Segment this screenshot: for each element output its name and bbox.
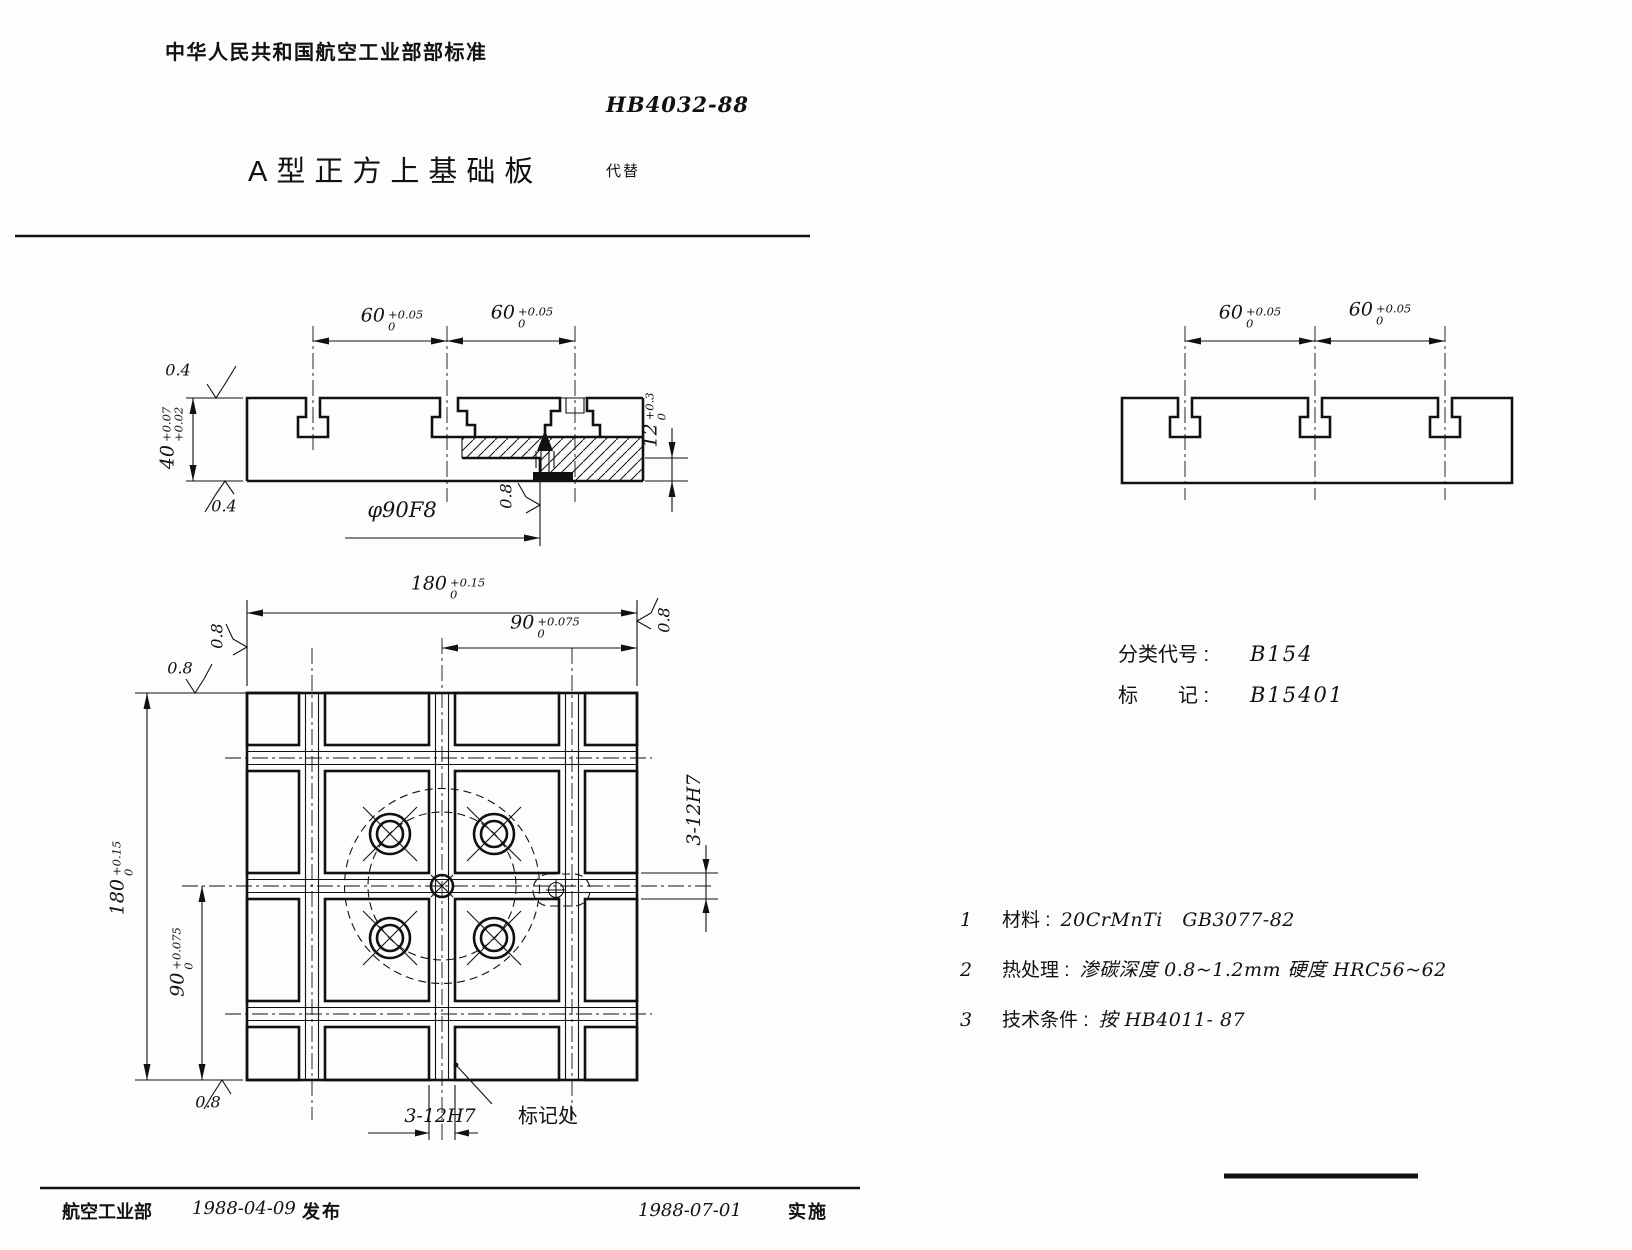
note-heat-treatment: 2 热处理 : 渗碳深度 0.8~1.2mm 硬度 HRC56~62 <box>960 959 1447 981</box>
dim-recess-diameter: φ90F8 <box>367 498 437 522</box>
bolt-circle <box>367 811 517 961</box>
dim-holes-bottom: 3-12H7 <box>404 1105 476 1127</box>
section-view-right <box>1120 326 1514 500</box>
note-material: 1 材料 : 20CrMnTi GB3077-82 <box>960 909 1295 931</box>
classification-mark-row: 标 记 : B15401 <box>1118 679 1344 708</box>
section-view-left <box>186 326 688 546</box>
finish-value-bottom-edge: 0.8 <box>195 1092 221 1112</box>
classification-code-value: B154 <box>1250 642 1314 666</box>
footer-issue-date: 1988-04-09 <box>192 1198 296 1219</box>
dim-plate-height: 40+0.07+0.02 <box>156 406 185 470</box>
finish-value-top-edge: 0.8 <box>167 658 193 678</box>
classification-block: 分类代号 : B154 标 记 : B15401 <box>1118 638 1344 720</box>
classification-mark-value: B15401 <box>1250 683 1345 707</box>
part-title: A型正方上基础板 <box>248 156 543 188</box>
dim-holes-right: 3-12H7 <box>683 774 705 846</box>
finish-symbol-right-edge <box>635 597 659 630</box>
finish-value-bottom: 0.4 <box>211 496 237 516</box>
supersede-label: 代替 <box>606 163 641 180</box>
center-hole <box>429 873 455 899</box>
hole-group <box>362 806 522 966</box>
finish-value-top: 0.4 <box>165 360 191 380</box>
page-rules <box>15 234 1418 1190</box>
classification-mark-label: 标 记 : <box>1118 685 1210 707</box>
footer-implementation-date: 1988-07-01 <box>638 1200 742 1221</box>
marking-pin <box>537 430 553 451</box>
footer-implementation-action: 实施 <box>788 1202 828 1222</box>
finish-value-right-edge: 0.8 <box>654 607 674 633</box>
plan-view <box>135 597 718 1144</box>
note-technical-conditions: 3 技术条件 : 按 HB4011- 87 <box>960 1009 1246 1031</box>
footer-issue-action: 发布 <box>302 1202 342 1222</box>
classification-code-label: 分类代号 : <box>1118 644 1210 666</box>
finish-symbol-top <box>206 365 237 400</box>
recess-circle <box>343 787 541 985</box>
classification-code-row: 分类代号 : B154 <box>1118 638 1344 667</box>
finish-symbol-recess <box>517 482 542 514</box>
technical-notes: 1 材料 : 20CrMnTi GB3077-82 2 热处理 : 渗碳深度 0… <box>960 905 1447 1055</box>
finish-symbol-bottom <box>204 480 235 513</box>
marking-place-label: 标记处 <box>518 1105 578 1128</box>
finish-value-recess: 0.8 <box>496 483 516 509</box>
standard-org-title: 中华人民共和国航空工业部部标准 <box>165 42 488 64</box>
finish-symbol-top-edge <box>185 663 213 695</box>
footer-issuer: 航空工业部 <box>62 1202 152 1222</box>
finish-symbol-left-edge <box>225 623 249 656</box>
finish-value-left-edge: 0.8 <box>207 623 227 649</box>
finish-symbol-bottom-edge <box>203 1078 232 1110</box>
standard-number: HB4032-88 <box>606 92 749 117</box>
side-marker-outline <box>532 873 591 907</box>
